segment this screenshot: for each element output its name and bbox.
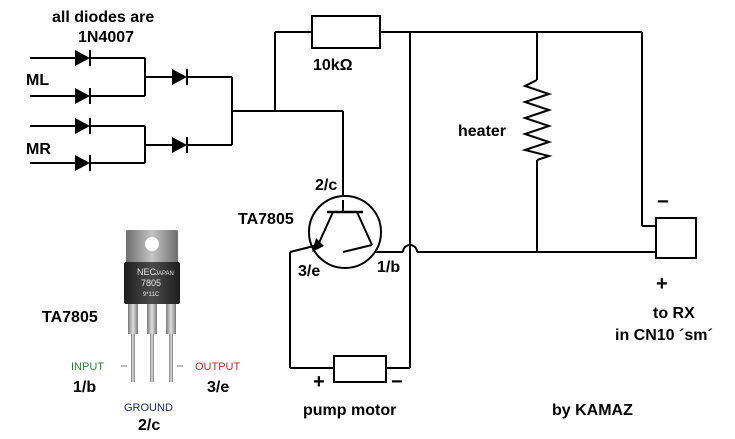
diode-mr-series bbox=[172, 137, 188, 153]
wires bbox=[30, 31, 656, 369]
diode-ml-bottom bbox=[75, 88, 91, 104]
rx-connector bbox=[655, 217, 697, 259]
motor-plus-label: + bbox=[313, 371, 325, 393]
to-rx-line1: to RX bbox=[653, 305, 695, 322]
diode-ml-top bbox=[75, 50, 91, 66]
transistor-label: TA7805 bbox=[238, 211, 294, 228]
ta7805-package: NEC JAPAN 7805 9*11C bbox=[121, 230, 183, 382]
chip-marking-part: 7805 bbox=[141, 278, 161, 288]
diode-mr-top bbox=[75, 118, 91, 134]
base-label: 1/b bbox=[377, 259, 400, 276]
output-pin-label: 3/e bbox=[207, 379, 229, 396]
output-label: OUTPUT bbox=[195, 361, 241, 373]
collector-label: 2/c bbox=[315, 177, 337, 194]
emitter-label: 3/e bbox=[298, 263, 320, 280]
motor-minus-label: − bbox=[391, 371, 403, 393]
heater-label: heater bbox=[458, 123, 506, 140]
ground-label: GROUND bbox=[124, 402, 173, 414]
diode-note-line1: all diodes are bbox=[52, 9, 154, 26]
rx-minus-label: − bbox=[657, 191, 669, 213]
input-pin-label: 1/b bbox=[73, 379, 96, 396]
transistor-ta7805 bbox=[289, 195, 382, 269]
ground-pin-label: 2/c bbox=[138, 417, 160, 434]
pump-motor-box bbox=[333, 355, 387, 383]
resistor-10k bbox=[311, 15, 381, 49]
diode-ml-series bbox=[172, 69, 188, 85]
rx-plus-label: + bbox=[656, 273, 668, 295]
input-label: INPUT bbox=[71, 361, 104, 373]
diode-mr-bottom bbox=[75, 155, 91, 171]
chip-marking-brand: NEC bbox=[137, 267, 157, 277]
ml-label: ML bbox=[26, 72, 49, 89]
mr-label: MR bbox=[26, 141, 51, 158]
chip-marking-origin: JAPAN bbox=[155, 271, 174, 277]
diode-note-line2: 1N4007 bbox=[78, 29, 134, 46]
resistor-label: 10kΩ bbox=[313, 57, 353, 74]
chip-marking-code: 9*11C bbox=[143, 292, 160, 298]
package-name-label: TA7805 bbox=[42, 309, 98, 326]
author-label: by KAMAZ bbox=[552, 402, 633, 419]
to-rx-line2: in CN10 ´sm´ bbox=[615, 327, 713, 344]
heater-resistor bbox=[521, 79, 553, 161]
pump-motor-label: pump motor bbox=[303, 402, 396, 419]
